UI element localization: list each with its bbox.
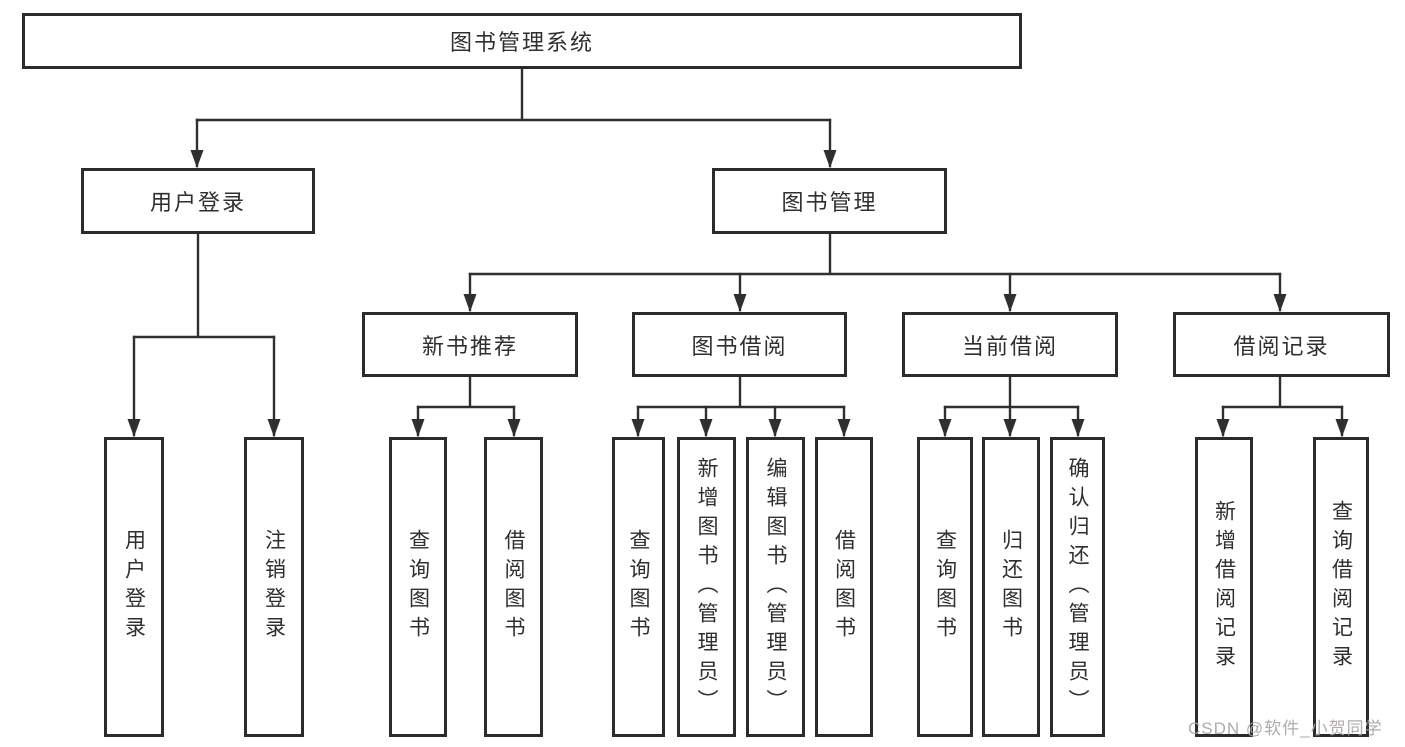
node-user-login: 用户登录	[81, 168, 315, 234]
node-label: 用户登录	[122, 529, 146, 645]
node-label: 新书推荐	[421, 333, 518, 359]
node-label: 新增借阅记录	[1212, 500, 1236, 674]
node-borrowing-records: 借阅记录	[1173, 312, 1390, 377]
connector-records-elbow	[1221, 375, 1344, 409]
node-label: 用户登录	[149, 190, 246, 215]
csdn-watermark: CSDN @软件_小贺同学	[1188, 719, 1383, 738]
node-label: 图书借阅	[691, 333, 788, 359]
leaf-records-query-borrow-record: 查询借阅记录	[1313, 437, 1369, 737]
node-label: 查询图书	[406, 529, 430, 645]
node-label: 图书管理	[781, 190, 878, 215]
node-label: 注销登录	[262, 529, 286, 645]
connector-bookmgmt-elbow	[468, 232, 1282, 276]
node-label: 查询借阅记录	[1329, 500, 1353, 674]
connector-current-elbow	[943, 375, 1080, 409]
node-label: 新增图书（管理员）	[695, 456, 718, 718]
node-label: 当前借阅	[961, 333, 1058, 359]
leaf-newbook-borrow-books: 借阅图书	[484, 437, 543, 737]
node-label: 借阅图书	[502, 529, 525, 645]
node-new-book-recommend: 新书推荐	[362, 312, 578, 377]
node-book-borrowing: 图书借阅	[632, 312, 847, 377]
connector-newbook-elbow	[416, 375, 516, 409]
leaf-current-query-books: 查询图书	[917, 437, 973, 737]
node-label: 借阅图书	[832, 529, 856, 645]
node-label: 借阅记录	[1233, 333, 1330, 359]
node-label: 编辑图书（管理员）	[764, 456, 787, 718]
leaf-user-login: 用户登录	[104, 437, 164, 737]
leaf-records-add-borrow-record: 新增借阅记录	[1195, 437, 1253, 737]
node-label: 确认归还（管理员）	[1066, 456, 1089, 718]
node-current-borrowing: 当前借阅	[902, 312, 1118, 377]
leaf-newbook-query-books: 查询图书	[389, 437, 447, 737]
leaf-borrowing-add-books-admin: 新增图书（管理员）	[677, 437, 736, 737]
leaf-current-return-books: 归还图书	[982, 437, 1040, 737]
connector-root-elbow	[195, 67, 832, 122]
connector-userlogin-elbow	[132, 232, 276, 339]
connector-borrowing-elbow	[636, 375, 846, 409]
leaf-borrowing-edit-books-admin: 编辑图书（管理员）	[746, 437, 805, 737]
node-label: 归还图书	[999, 529, 1023, 645]
node-library-management-system: 图书管理系统	[22, 13, 1022, 69]
node-label: 查询图书	[627, 529, 650, 645]
leaf-current-confirm-return-admin: 确认归还（管理员）	[1050, 437, 1105, 737]
node-label: 图书管理系统	[449, 30, 594, 55]
leaf-logout: 注销登录	[244, 437, 304, 737]
node-book-management: 图书管理	[712, 168, 947, 234]
node-label: 查询图书	[933, 529, 957, 645]
leaf-borrowing-borrow-books: 借阅图书	[815, 437, 873, 737]
leaf-borrowing-query-books: 查询图书	[612, 437, 665, 737]
